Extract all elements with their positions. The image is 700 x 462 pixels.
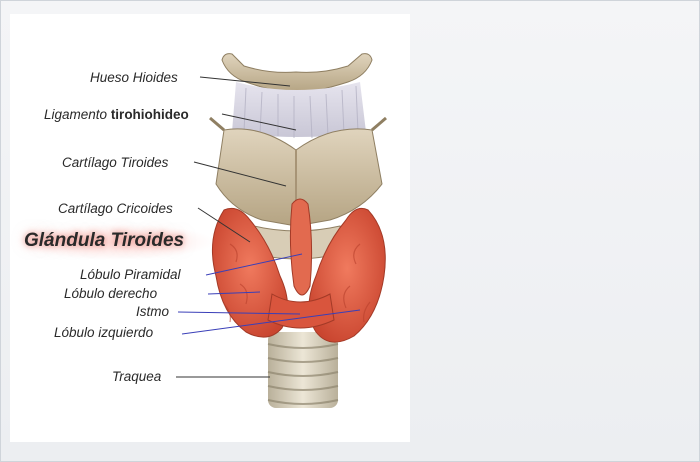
- label-pyramidal-lobe: Lóbulo Piramidal: [80, 267, 181, 282]
- label-ligament-suffix: tirohiohideo: [110, 107, 189, 122]
- gland-title: Glándula Tiroides: [24, 230, 185, 251]
- thyroid-gland-shape: [211, 198, 386, 343]
- illustration-panel: Hueso Hioides Ligamento tirohiohideo Car…: [10, 14, 410, 442]
- trachea-shape: [267, 332, 339, 408]
- label-ligament-prefix: Ligamento: [44, 107, 108, 122]
- label-hyoid-bone: Hueso Hioides: [90, 70, 178, 85]
- label-left-lobe: Lóbulo izquierdo: [54, 325, 154, 340]
- thyroid-anatomy-illustration: [176, 53, 387, 408]
- label-trachea: Traquea: [112, 369, 162, 384]
- label-cricoid-cartilage: Cartílago Cricoides: [58, 201, 173, 216]
- label-thyrohyoid-ligament: Ligamento tirohiohideo: [44, 108, 189, 122]
- leader-lines-black: [176, 76, 297, 378]
- label-thyroid-cartilage: Cartílago Tiroides: [62, 155, 169, 170]
- label-isthmus: Istmo: [136, 304, 170, 319]
- title-glow: [16, 224, 216, 260]
- label-right-lobe: Lóbulo derecho: [64, 286, 158, 301]
- leader-lines-blue: [177, 253, 361, 335]
